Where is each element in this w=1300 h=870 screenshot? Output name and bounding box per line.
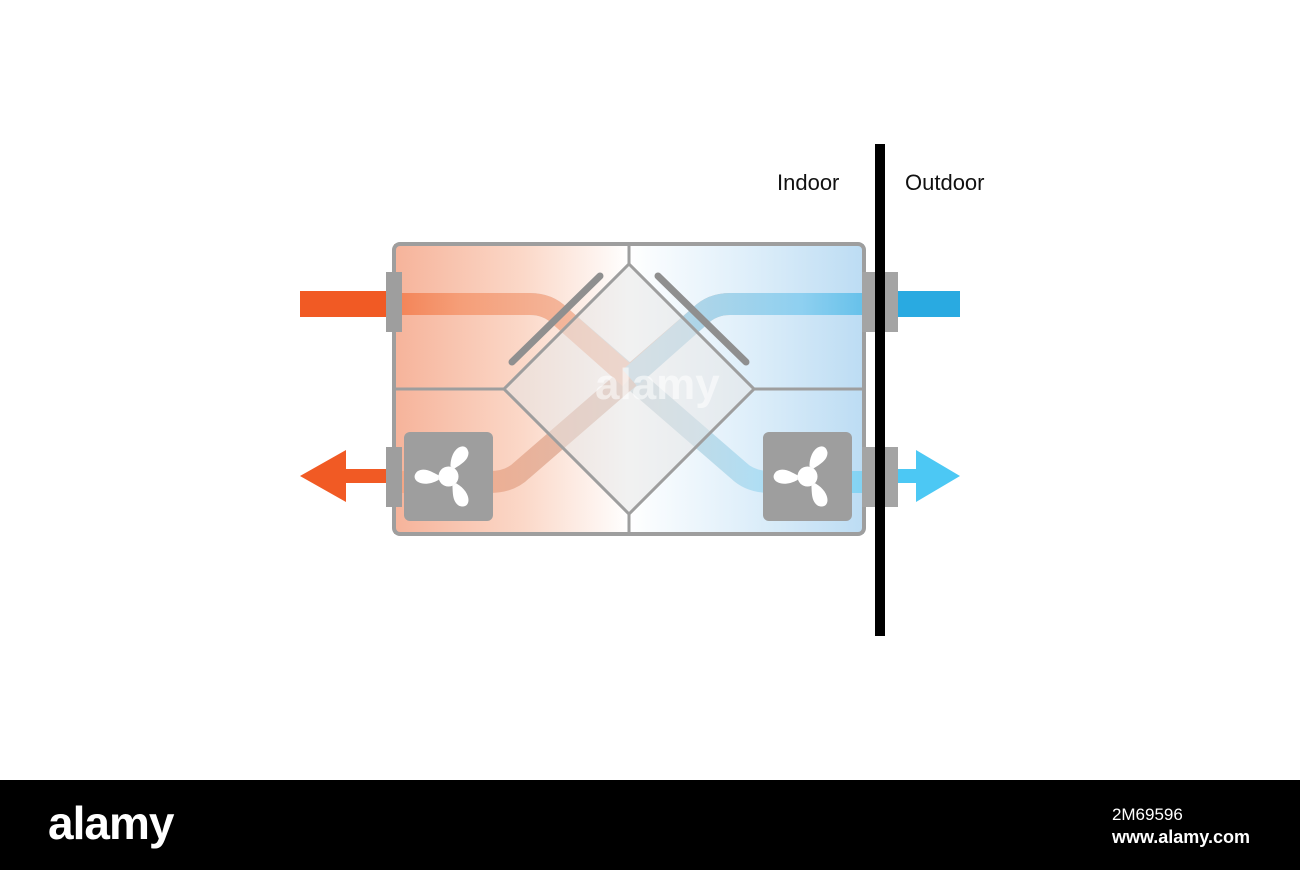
duct-collar-warm-in — [386, 272, 402, 332]
outdoor-label: Outdoor — [905, 170, 985, 195]
image-code: 2M69596 — [1111, 805, 1183, 824]
duct-collar-warm-out — [386, 447, 402, 507]
watermark-text: alamy — [595, 360, 720, 409]
core-filter-right — [654, 272, 750, 366]
heat-recovery-ventilator-diagram — [300, 144, 960, 636]
indoor-label: Indoor — [777, 170, 840, 195]
fan-icon — [404, 432, 493, 521]
fan-icon — [763, 432, 852, 521]
footer-bar: alamy 2M69596 www.alamy.com — [0, 780, 1300, 870]
image-info: 2M69596 www.alamy.com — [1112, 804, 1250, 848]
brand-logo: alamy — [48, 797, 174, 849]
cool-inlet-arrow — [898, 291, 960, 317]
core-filter-left — [508, 272, 604, 366]
warm-inlet-arrow — [300, 291, 386, 317]
arrow-left-icon — [300, 450, 386, 502]
arrow-right-icon — [898, 450, 960, 502]
heat-exchanger-core — [501, 261, 757, 517]
wall-line — [875, 144, 885, 636]
site-url: www.alamy.com — [1111, 827, 1250, 847]
